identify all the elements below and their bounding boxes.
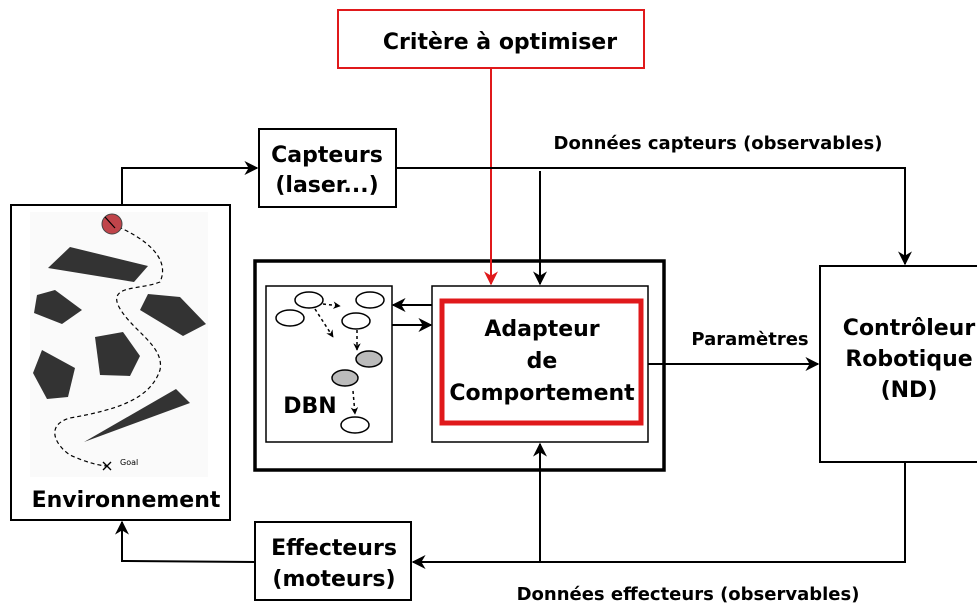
dbn-node (331, 369, 359, 387)
adapteur-label-2: de (527, 349, 558, 374)
obstacle (84, 389, 190, 442)
controleur-label-1: Contrôleur (843, 316, 976, 341)
capteurs-label-2: (laser...) (275, 173, 378, 198)
dbn-label: DBN (283, 394, 336, 419)
obstacle (140, 294, 206, 336)
controleur-label-2: Robotique (845, 347, 972, 372)
donnees-effecteurs-label: Données effecteurs (observables) (517, 584, 860, 605)
controleur-to-effecteurs-arrow (411, 462, 906, 569)
parametres-label: Paramètres (691, 329, 808, 350)
dbn-node (275, 309, 305, 327)
dbn-node (294, 291, 324, 309)
dbn-node (355, 350, 383, 368)
dbn-node (340, 416, 370, 434)
effecteurs-to-environnement-arrow (115, 520, 256, 563)
robot-heading (104, 216, 116, 229)
effecteurs-label-1: Effecteurs (271, 536, 397, 561)
environnement-to-capteurs-arrow (121, 161, 259, 205)
adapteur-label-1: Adapteur (484, 317, 599, 342)
capteurs-label-1: Capteurs (271, 143, 383, 168)
capteurs-to-controleur-arrow (396, 167, 912, 266)
capteurs-box (258, 128, 397, 208)
goal-label: Goal (120, 458, 138, 467)
adapteur-outer-box (431, 285, 649, 443)
critere-box (337, 9, 645, 69)
critere-label: Critère à optimiser (383, 30, 617, 55)
goal-marker (102, 461, 112, 471)
donnees-capteurs-label: Données capteurs (observables) (554, 133, 883, 154)
obstacles (33, 247, 206, 442)
obstacle (48, 247, 148, 282)
dbn-node (341, 312, 371, 330)
environnement-label: Environnement (32, 488, 221, 513)
adapteur-box (439, 298, 644, 426)
dbn-edges (314, 301, 361, 415)
obstacle (33, 350, 75, 399)
obstacle (34, 290, 82, 324)
adapteur-label-3: Comportement (449, 381, 635, 406)
obstacle (95, 332, 140, 376)
dbn-node (355, 291, 385, 309)
dbn-nodes (275, 291, 385, 434)
effecteurs-label-2: (moteurs) (272, 567, 395, 592)
controleur-label-3: (ND) (881, 378, 938, 403)
robot-path (54, 223, 164, 467)
